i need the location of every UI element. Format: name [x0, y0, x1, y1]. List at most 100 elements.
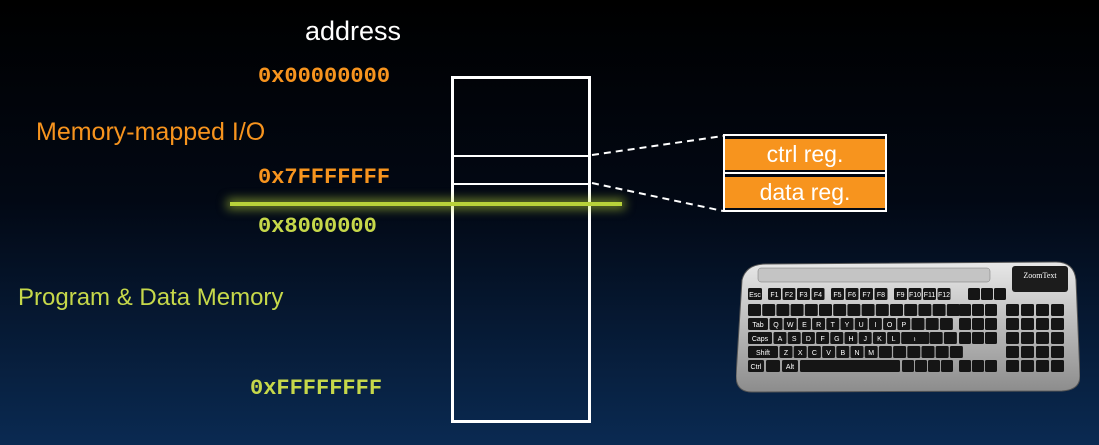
keyboard-key	[1036, 318, 1049, 330]
keyboard-key	[1051, 360, 1064, 372]
keyboard-key	[941, 360, 953, 372]
keyboard-key	[797, 288, 810, 300]
keyboard-key	[959, 332, 971, 344]
keyboard-key-label: Esc	[749, 292, 761, 299]
keyboard-key-label: F1	[770, 292, 778, 299]
keyboard-key	[801, 332, 815, 344]
keyboard-key	[830, 332, 844, 344]
keyboard-key-label: Ctrl	[751, 364, 762, 371]
keyboard-key-label: V	[826, 350, 831, 357]
keyboard-key	[887, 332, 901, 344]
keyboard-key	[826, 318, 840, 330]
keyboard-key	[1051, 304, 1064, 316]
keyboard-key	[904, 304, 918, 316]
keyboard-key-label: T	[831, 322, 836, 329]
keyboard-key	[790, 304, 804, 316]
keyboard-key	[1021, 332, 1034, 344]
ctrl-register-label: ctrl reg.	[725, 139, 885, 170]
connector-top	[591, 135, 724, 156]
keyboard-key-label: K	[877, 336, 882, 343]
keyboard-key-label: E	[802, 322, 807, 329]
keyboard-key	[1006, 318, 1019, 330]
keyboard-key-label: Alt	[786, 364, 794, 371]
keyboard-key	[1036, 332, 1049, 344]
keyboard-key	[994, 288, 1006, 300]
keyboard-key	[901, 332, 915, 344]
keyboard-key	[968, 288, 980, 300]
keyboard-key	[762, 304, 776, 316]
keyboard-key-label: Shift	[756, 350, 770, 357]
keyboard-key	[1051, 346, 1064, 358]
keyboard-key	[844, 332, 858, 344]
keyboard-key	[939, 318, 953, 330]
keyboard-key	[985, 318, 997, 330]
keyboard-key	[937, 288, 951, 300]
keyboard-key	[985, 360, 997, 372]
keyboard-key	[872, 332, 886, 344]
keyboard-key	[972, 318, 984, 330]
keyboard-key	[883, 318, 897, 330]
keyboard-key	[861, 304, 875, 316]
keyboard-key-label: W	[787, 322, 794, 329]
keyboard-key	[1006, 304, 1019, 316]
keyboard-key	[915, 332, 929, 344]
keyboard-key-label: J	[863, 336, 867, 343]
keyboard-key-label: F8	[877, 292, 885, 299]
keyboard-key-label: F7	[862, 292, 870, 299]
keyboard-key-label: F10	[909, 292, 921, 299]
keyboard-key	[932, 304, 946, 316]
register-divider	[725, 172, 885, 174]
keyboard-key-label: F4	[814, 292, 822, 299]
keyboard-key-label: F	[820, 336, 824, 343]
keyboard-key	[929, 332, 943, 344]
keyboard-key-label: F5	[833, 292, 841, 299]
keyboard-key	[1021, 318, 1034, 330]
keyboard-key-label: R	[816, 322, 821, 329]
keyboard-key	[972, 360, 984, 372]
keyboard-key-label: D	[806, 336, 811, 343]
keyboard-key	[1036, 360, 1049, 372]
keyboard-key	[800, 360, 900, 372]
keyboard-key	[893, 346, 907, 358]
keyboard-key	[819, 304, 832, 316]
keyboard-key-label: O	[887, 322, 893, 329]
keyboard-key	[1021, 346, 1034, 358]
register-box: ctrl reg. data reg.	[723, 134, 887, 212]
keyboard-key	[921, 346, 935, 358]
keyboard-key	[972, 304, 984, 316]
keyboard-key	[812, 318, 826, 330]
keyboard-key	[918, 304, 932, 316]
memory-map-block	[451, 76, 591, 423]
keyboard-key	[1036, 304, 1049, 316]
keyboard-key-label: A	[778, 336, 783, 343]
keyboard-key-label: N	[854, 350, 859, 357]
keyboard-key	[874, 288, 888, 300]
keyboard-key	[807, 346, 821, 358]
keyboard-key	[833, 304, 847, 316]
address-label-memory-start: 0x8000000	[258, 214, 377, 239]
address-label-end: 0xFFFFFFFF	[250, 376, 383, 401]
keyboard-key	[1021, 304, 1034, 316]
keyboard-key	[875, 304, 889, 316]
keyboard-key	[822, 346, 836, 358]
keyboard-key	[804, 304, 818, 316]
keyboard-key	[894, 288, 907, 300]
keyboard-key	[782, 288, 796, 300]
keyboard-key	[878, 346, 892, 358]
keyboard-key	[943, 332, 957, 344]
keyboard-key	[854, 318, 868, 330]
keyboard-key	[768, 288, 781, 300]
keyboard-key	[1051, 318, 1064, 330]
keyboard-key	[845, 288, 859, 300]
keyboard-key	[890, 304, 903, 316]
keyboard-key	[915, 360, 927, 372]
keyboard-key	[935, 346, 949, 358]
keyboard-key	[748, 318, 768, 330]
keyboard-key	[985, 332, 997, 344]
keyboard-key	[748, 360, 764, 372]
keyboard-key-label: F6	[848, 292, 856, 299]
keyboard-key	[1006, 346, 1019, 358]
keyboard-key	[787, 332, 801, 344]
keyboard-key	[911, 318, 925, 330]
keyboard-key	[773, 332, 787, 344]
